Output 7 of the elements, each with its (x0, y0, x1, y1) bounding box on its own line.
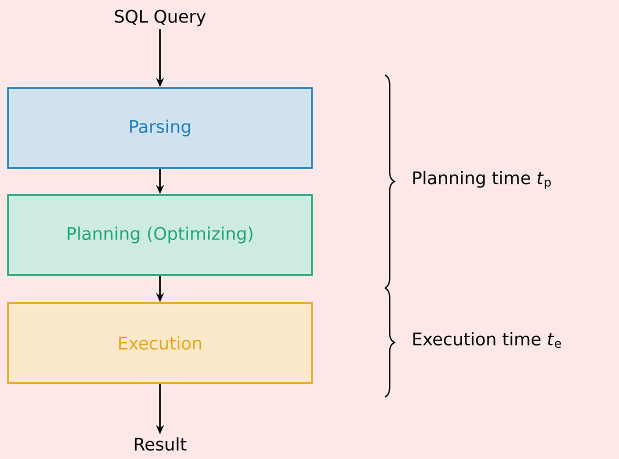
input-label: SQL Query (114, 10, 206, 26)
brace-label: Planning time t$_{p}$ (413, 170, 551, 190)
output-label: Result (134, 437, 186, 451)
brace-label: Execution time t$_{e}$ (413, 332, 561, 348)
process-box: Planning (Optimizing) (7, 194, 313, 276)
process-box: Parsing (7, 87, 313, 169)
process-box: Execution (7, 302, 313, 384)
